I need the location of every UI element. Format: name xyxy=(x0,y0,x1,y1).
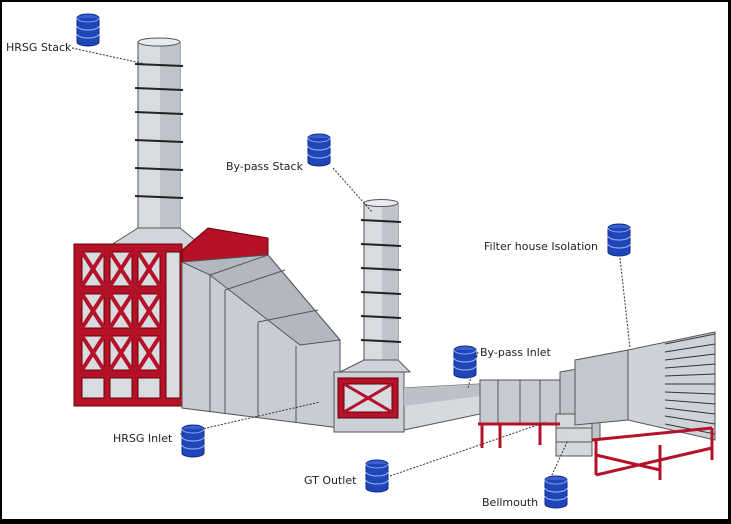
sensor-cylinder-icon xyxy=(307,133,331,167)
sensor-cylinder-icon xyxy=(544,475,568,509)
sensor-cylinder-icon xyxy=(76,13,100,47)
hrsg-inlet-duct xyxy=(180,254,341,429)
label-hrsg-inlet: HRSG Inlet xyxy=(113,432,173,445)
support-structure xyxy=(478,422,714,480)
sensor-cylinder-icon xyxy=(453,345,477,379)
sensor-cylinder-icon xyxy=(181,424,205,458)
label-hrsg-stack: HRSG Stack xyxy=(6,41,72,54)
filter-house xyxy=(574,331,716,441)
sensor-cylinder-icon xyxy=(607,223,631,257)
bypass-box xyxy=(333,371,405,433)
bypass-stack xyxy=(339,199,412,373)
hrsg-stack xyxy=(98,37,212,253)
diffuser xyxy=(403,383,481,431)
label-bypass-stack: By-pass Stack xyxy=(226,160,304,173)
sensor-cylinder-icon xyxy=(365,459,389,493)
label-filter-house-isolation: Filter house Isolation xyxy=(484,240,598,253)
label-bellmouth: Bellmouth xyxy=(482,496,538,509)
label-gt-outlet: GT Outlet xyxy=(304,474,357,487)
hrsg-frame xyxy=(73,227,269,407)
label-bypass-inlet: By-pass Inlet xyxy=(480,346,552,359)
